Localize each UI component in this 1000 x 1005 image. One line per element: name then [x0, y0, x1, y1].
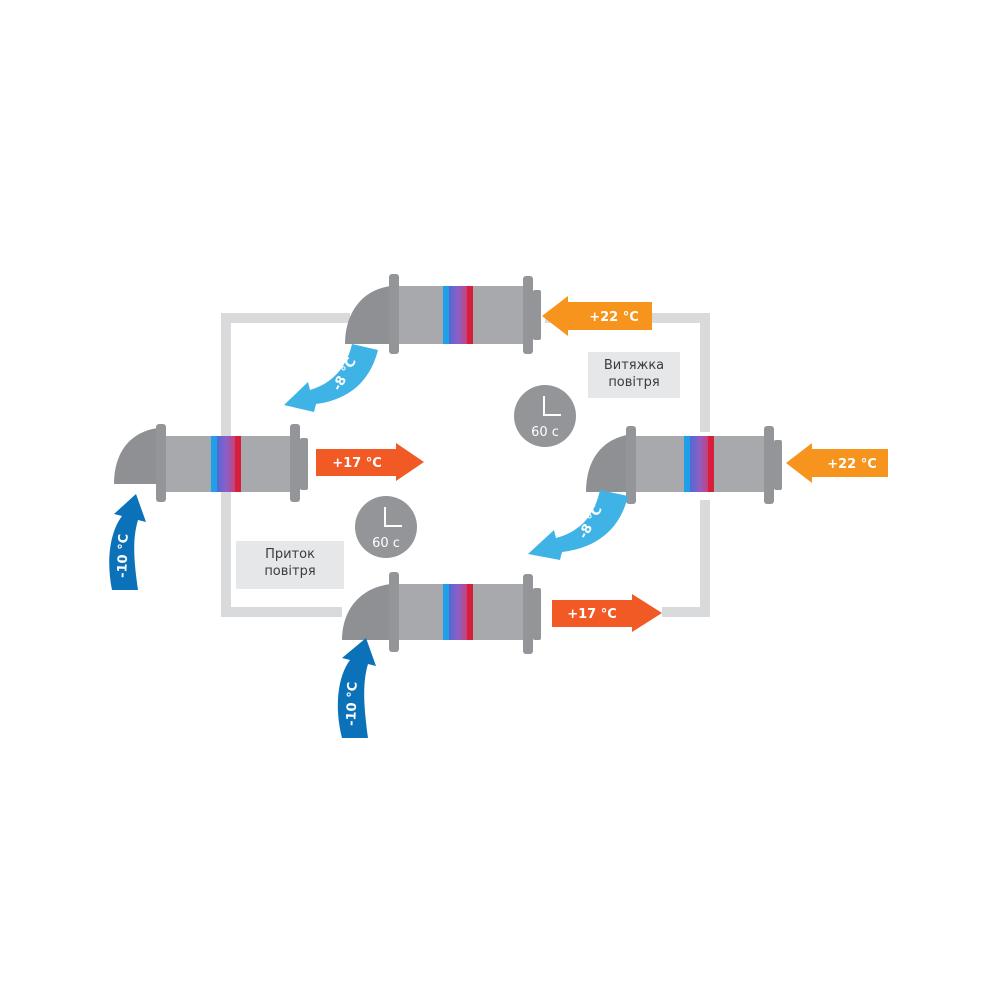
right-unit-core-edge-blue [684, 436, 690, 492]
left-unit-core-edge-red [235, 436, 241, 492]
right-unit [586, 426, 782, 504]
left-unit-core-edge-blue [211, 436, 217, 492]
bottom-unit-core-edge-blue [443, 584, 449, 640]
right-unit-flange-right [764, 426, 774, 504]
left-unit-grille [300, 438, 308, 490]
arrow-outdoor-in-bottom: -10 °C [337, 638, 376, 738]
clock-hands [543, 396, 561, 416]
right-unit-hood [586, 434, 633, 492]
left-unit-flange-left [156, 424, 166, 502]
arrow-room-in-right-label: +22 °C [827, 457, 877, 472]
bottom-unit-hood [342, 584, 391, 640]
arrow-exhaust-out-top: -8 °C [284, 344, 378, 412]
arrow-room-in-top-label: +22 °C [589, 310, 639, 325]
arrow-outdoor-in-left: -10 °C [109, 494, 146, 590]
top-unit-core-edge-red [467, 286, 473, 344]
exhaust-air-label-line1: Витяжка [603, 358, 665, 373]
top-unit-hood [345, 286, 391, 344]
exhaust-air-label: Витяжка повітря [588, 352, 680, 398]
arrow-supply-out-bottom: +17 °C [552, 594, 662, 632]
timer-top: 60 с [514, 385, 576, 447]
bottom-unit-flange-left [389, 572, 399, 652]
bottom-unit-core-edge-red [467, 584, 473, 640]
supply-air-label-line1: Приток [265, 547, 315, 562]
supply-air-label-line2: повітря [264, 564, 316, 579]
timer-left: 60 с [355, 496, 417, 558]
right-unit-core-edge-red [708, 436, 714, 492]
top-unit-core-edge-blue [443, 286, 449, 344]
arrow-room-in-top: +22 °C [542, 296, 652, 336]
top-unit [345, 274, 541, 354]
top-unit-flange-left [389, 274, 399, 354]
arrow-room-in-right: +22 °C [786, 443, 888, 483]
bottom-unit [342, 572, 541, 654]
exhaust-air-label-line2: повітря [608, 375, 660, 390]
left-unit-hood [114, 428, 158, 484]
supply-air-label: Приток повітря [236, 541, 344, 589]
right-unit-flange-left [626, 426, 636, 504]
clock-hands [384, 507, 402, 527]
top-unit-grille [533, 290, 541, 340]
timer-left-label: 60 с [372, 536, 400, 551]
arrow-supply-out-left-label: +17 °C [332, 456, 382, 471]
right-unit-grille [774, 440, 782, 490]
left-unit [114, 424, 308, 502]
top-unit-flange-right [523, 276, 533, 354]
timer-top-label: 60 с [531, 425, 559, 440]
arrow-supply-out-left: +17 °C [316, 443, 424, 481]
left-unit-flange-right [290, 424, 300, 502]
bottom-unit-grille [533, 588, 541, 640]
bottom-unit-flange-right [523, 574, 533, 654]
arrow-outdoor-in-left-label: -10 °C [115, 534, 132, 579]
arrow-supply-out-bottom-label: +17 °C [567, 607, 617, 622]
arrow-exhaust-out-right: -8 °C [528, 490, 628, 560]
arrow-outdoor-in-bottom-label: -10 °C [344, 682, 361, 727]
